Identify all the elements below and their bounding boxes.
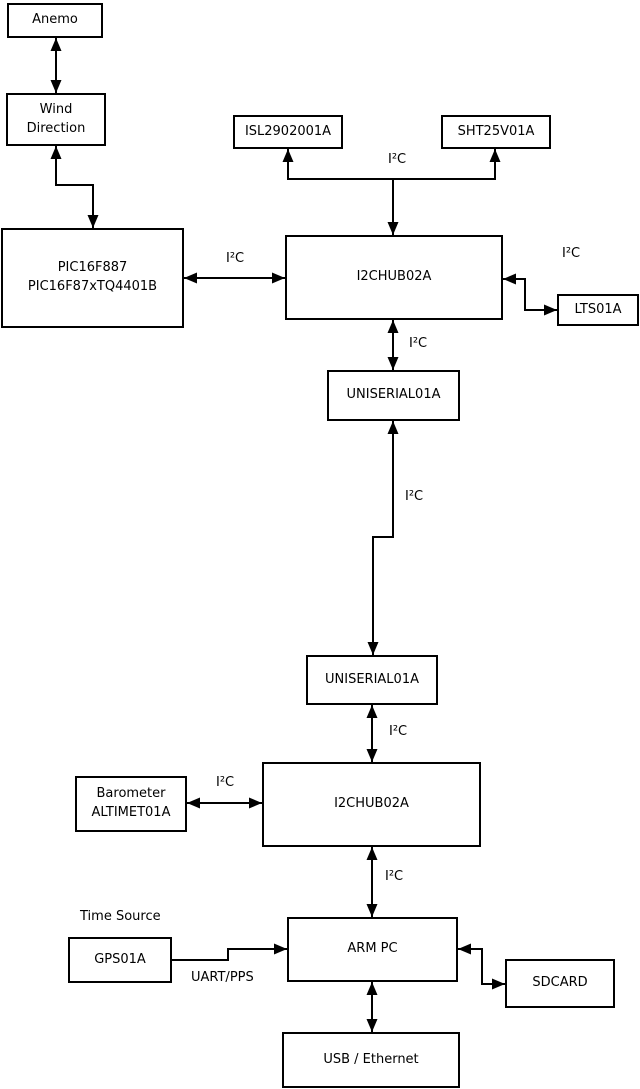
- connector-hub1-lts: [503, 273, 557, 316]
- box-isl2902001a: ISL2902001A: [233, 115, 343, 149]
- box-wind-direction: Wind Direction: [6, 93, 106, 146]
- box-wind-direction-line2: Direction: [26, 120, 86, 136]
- box-gps01a: GPS01A: [68, 937, 172, 983]
- box-i2chub02a-1: I2CHUB02A: [285, 235, 503, 320]
- box-sht25v01a-label: SHT25V01A: [457, 123, 535, 139]
- box-wind-direction-line1: Wind: [39, 101, 73, 117]
- box-uniserial01a-2-label: UNISERIAL01A: [325, 671, 419, 687]
- bus-label-hub1-lts-i2c: I²C: [562, 246, 581, 261]
- connector-wind-pic: [50, 146, 99, 228]
- box-usb-ethernet: USB / Ethernet: [282, 1032, 460, 1088]
- box-sdcard: SDCARD: [505, 959, 615, 1008]
- box-sht25v01a: SHT25V01A: [441, 115, 551, 149]
- connector-gps-armpc: [172, 943, 287, 961]
- box-arm-pc: ARM PC: [287, 917, 458, 982]
- box-barometer-line1: Barometer: [96, 786, 166, 802]
- box-arm-pc-label: ARM PC: [347, 941, 398, 957]
- bus-label-uart-pps: UART/PPS: [191, 970, 254, 985]
- box-pic-line2: PIC16F87xTQ4401B: [27, 279, 158, 294]
- box-pic-line1: PIC16F887: [57, 260, 128, 276]
- box-gps01a-label: GPS01A: [94, 951, 146, 967]
- box-isl2902001a-label: ISL2902001A: [244, 123, 332, 139]
- box-anemo: Anemo: [7, 3, 103, 38]
- box-usb-ethernet-label: USB / Ethernet: [323, 1051, 419, 1067]
- box-uniserial01a-1: UNISERIAL01A: [327, 370, 460, 421]
- bus-label-uniserial-hub2-i2c: I²C: [389, 724, 408, 739]
- box-i2chub02a-2: I2CHUB02A: [262, 762, 481, 847]
- box-i2chub02a-2-label: I2CHUB02A: [334, 796, 409, 812]
- connector-sensor-branch: [282, 149, 501, 180]
- bus-label-pic-hub1-i2c: I²C: [226, 251, 245, 266]
- box-barometer-line2: ALTIMET01A: [91, 805, 171, 820]
- box-anemo-label: Anemo: [32, 12, 78, 28]
- box-lts01a: LTS01A: [557, 294, 639, 326]
- bus-label-uniserial-link-i2c: I²C: [405, 489, 424, 504]
- box-uniserial01a-2: UNISERIAL01A: [306, 655, 438, 705]
- box-uniserial01a-1-label: UNISERIAL01A: [346, 387, 441, 403]
- bus-label-sensors-i2c: I²C: [388, 152, 407, 167]
- box-pic: PIC16F887 PIC16F87xTQ4401B: [1, 228, 184, 328]
- box-sdcard-label: SDCARD: [532, 975, 588, 991]
- bus-label-hub1-uniserial-i2c: I²C: [409, 336, 428, 351]
- bus-label-hub2-armpc-i2c: I²C: [385, 869, 404, 884]
- box-lts01a-label: LTS01A: [574, 301, 622, 317]
- label-time-source: Time Source: [80, 909, 161, 924]
- connector-armpc-sdcard: [458, 943, 505, 990]
- box-barometer: Barometer ALTIMET01A: [75, 776, 187, 832]
- connector-uniserial1-uniserial2: [367, 421, 399, 655]
- box-i2chub02a-1-label: I2CHUB02A: [356, 269, 432, 285]
- bus-label-barometer-hub2-i2c: I²C: [216, 775, 235, 790]
